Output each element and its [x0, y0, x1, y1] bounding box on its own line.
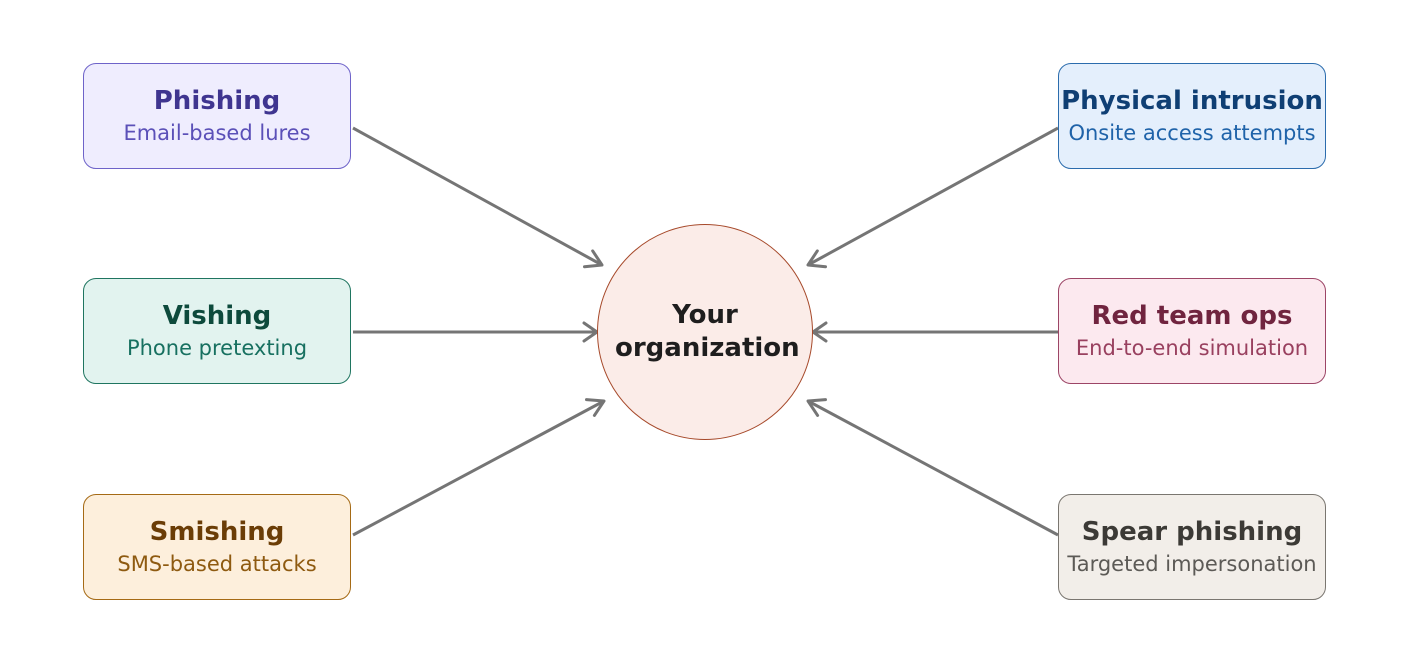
node-subtitle: Targeted impersonation: [1067, 552, 1317, 576]
node-vishing: Vishing Phone pretexting: [83, 278, 351, 384]
arrow-physical-to-center: [807, 126, 1059, 267]
arrowhead-phishing: [583, 249, 604, 269]
node-title: Smishing: [149, 517, 285, 547]
node-title: Vishing: [162, 301, 272, 331]
node-title: Physical intrusion: [1061, 86, 1323, 116]
node-subtitle: End-to-end simulation: [1075, 336, 1309, 360]
node-title: Spear phishing: [1081, 517, 1303, 547]
node-smishing: Smishing SMS-based attacks: [83, 494, 351, 600]
arrowhead-redteam: [811, 321, 828, 343]
node-subtitle: SMS-based attacks: [117, 552, 317, 576]
center-node-organization: Your organization: [597, 224, 813, 440]
arrow-phishing-to-center: [352, 126, 603, 267]
node-subtitle: Onsite access attempts: [1068, 121, 1316, 145]
arrowhead-smishing: [585, 398, 606, 417]
arrowhead-spear: [806, 398, 827, 417]
arrow-smishing-to-center: [352, 399, 605, 537]
node-spear-phishing: Spear phishing Targeted impersonation: [1058, 494, 1326, 600]
node-subtitle: Email-based lures: [123, 121, 311, 145]
node-title: Phishing: [153, 86, 281, 116]
node-physical-intrusion: Physical intrusion Onsite access attempt…: [1058, 63, 1326, 169]
node-subtitle: Phone pretexting: [126, 336, 308, 360]
arrowhead-physical: [806, 249, 827, 269]
node-phishing: Phishing Email-based lures: [83, 63, 351, 169]
node-red-team-ops: Red team ops End-to-end simulation: [1058, 278, 1326, 384]
arrow-spear-to-center: [807, 399, 1059, 537]
node-title: Red team ops: [1091, 301, 1293, 331]
center-label: Your organization: [615, 300, 800, 363]
